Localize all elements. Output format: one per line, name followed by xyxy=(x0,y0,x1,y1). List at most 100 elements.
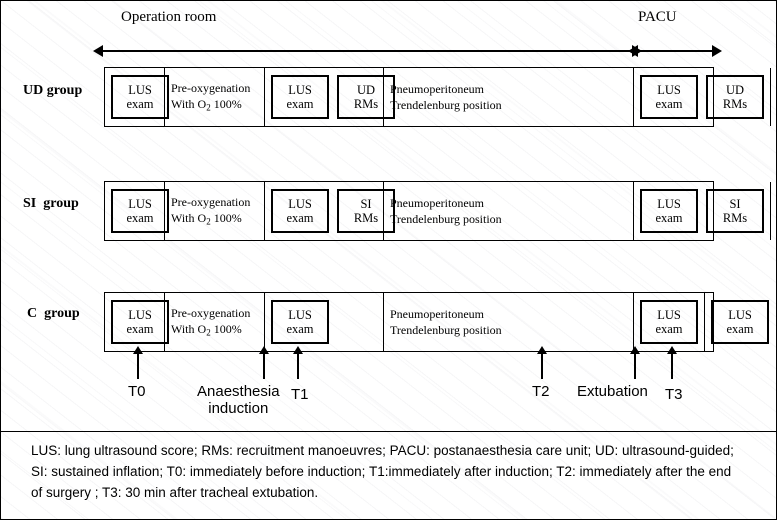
phase-label-operation-room: Operation room xyxy=(121,9,217,25)
marker-label-line: T2 xyxy=(532,383,550,400)
marker-label-t2: T2 xyxy=(532,383,550,400)
marker-label-line: induction xyxy=(208,400,269,417)
arrow-up-icon xyxy=(667,346,677,354)
event-box-line1: LUS xyxy=(288,308,312,322)
event-box-line2: exam xyxy=(126,97,154,111)
marker-label-t3: T3 xyxy=(665,386,683,403)
marker-label-line: T0 xyxy=(128,383,146,400)
marker-label-extubation: Extubation xyxy=(577,383,648,400)
event-box-line2: RMs xyxy=(353,97,379,111)
event-box-line1: LUS xyxy=(128,197,152,211)
event-box-line1: LUS xyxy=(128,308,152,322)
figure-caption: LUS: lung ultrasound score; RMs: recruit… xyxy=(31,443,734,500)
segment-text-line: Pneumoperitoneum xyxy=(390,81,484,96)
segment-text-line: Pneumoperitoneum xyxy=(390,306,484,321)
marker-label-t0: T0 xyxy=(128,383,146,400)
event-box-line2: RMs xyxy=(353,211,379,225)
segment-text-line: Trendelenburg position xyxy=(390,98,502,112)
marker-arrow-extubation xyxy=(630,346,640,379)
arrow-left-icon xyxy=(93,45,103,57)
event-box-line1: UD xyxy=(356,83,376,97)
phase-span-arrow-pacu xyxy=(628,45,722,57)
phase-label-pacu: PACU xyxy=(638,9,677,25)
group-label: SI group xyxy=(23,196,79,211)
arrow-up-icon xyxy=(630,346,640,354)
segment-text-line: With O2 100% xyxy=(171,97,242,113)
marker-label-line: T1 xyxy=(291,386,309,403)
arrow-up-icon xyxy=(293,346,303,354)
event-box-line2: exam xyxy=(655,322,683,336)
arrow-left-icon xyxy=(628,45,638,57)
marker-arrow-t3 xyxy=(667,346,677,379)
event-box-line1: LUS xyxy=(128,83,152,97)
arrow-up-icon xyxy=(259,346,269,354)
marker-label-t1: T1 xyxy=(291,386,309,403)
segment-text-line: Pre-oxygenation xyxy=(171,195,251,210)
segment-text-line: Pneumoperitoneum xyxy=(390,195,484,210)
segment-text-line: With O2 100% xyxy=(171,211,242,227)
group-label: UD group xyxy=(23,83,83,98)
caption-divider xyxy=(1,431,776,432)
event-box-line2: exam xyxy=(655,97,683,111)
group-label: C group xyxy=(27,306,80,321)
subscript-2: 2 xyxy=(206,216,211,227)
event-box-line2: exam xyxy=(726,322,754,336)
marker-label-line: Extubation xyxy=(577,383,648,400)
event-box-line1: UD xyxy=(725,83,745,97)
marker-label-line: Anaesthesia xyxy=(197,383,280,400)
event-box-line1: LUS xyxy=(657,197,681,211)
segment-text-line: Pre-oxygenation xyxy=(171,306,251,321)
marker-arrow-t0 xyxy=(133,346,143,379)
subscript-2: 2 xyxy=(206,102,211,113)
segment-text-line: Trendelenburg position xyxy=(390,212,502,226)
marker-arrow-anaesthesia xyxy=(259,346,269,379)
marker-arrow-t1 xyxy=(293,346,303,379)
event-box-line1: SI xyxy=(360,197,372,211)
arrow-up-icon xyxy=(537,346,547,354)
event-box-line1: LUS xyxy=(288,197,312,211)
event-box-line1: LUS xyxy=(657,308,681,322)
segment-text-line: With O2 100% xyxy=(171,322,242,338)
event-box-line2: exam xyxy=(286,211,314,225)
event-box-line1: LUS xyxy=(288,83,312,97)
event-box-line2: exam xyxy=(286,322,314,336)
event-box-line2: exam xyxy=(126,211,154,225)
subscript-2: 2 xyxy=(206,327,211,338)
